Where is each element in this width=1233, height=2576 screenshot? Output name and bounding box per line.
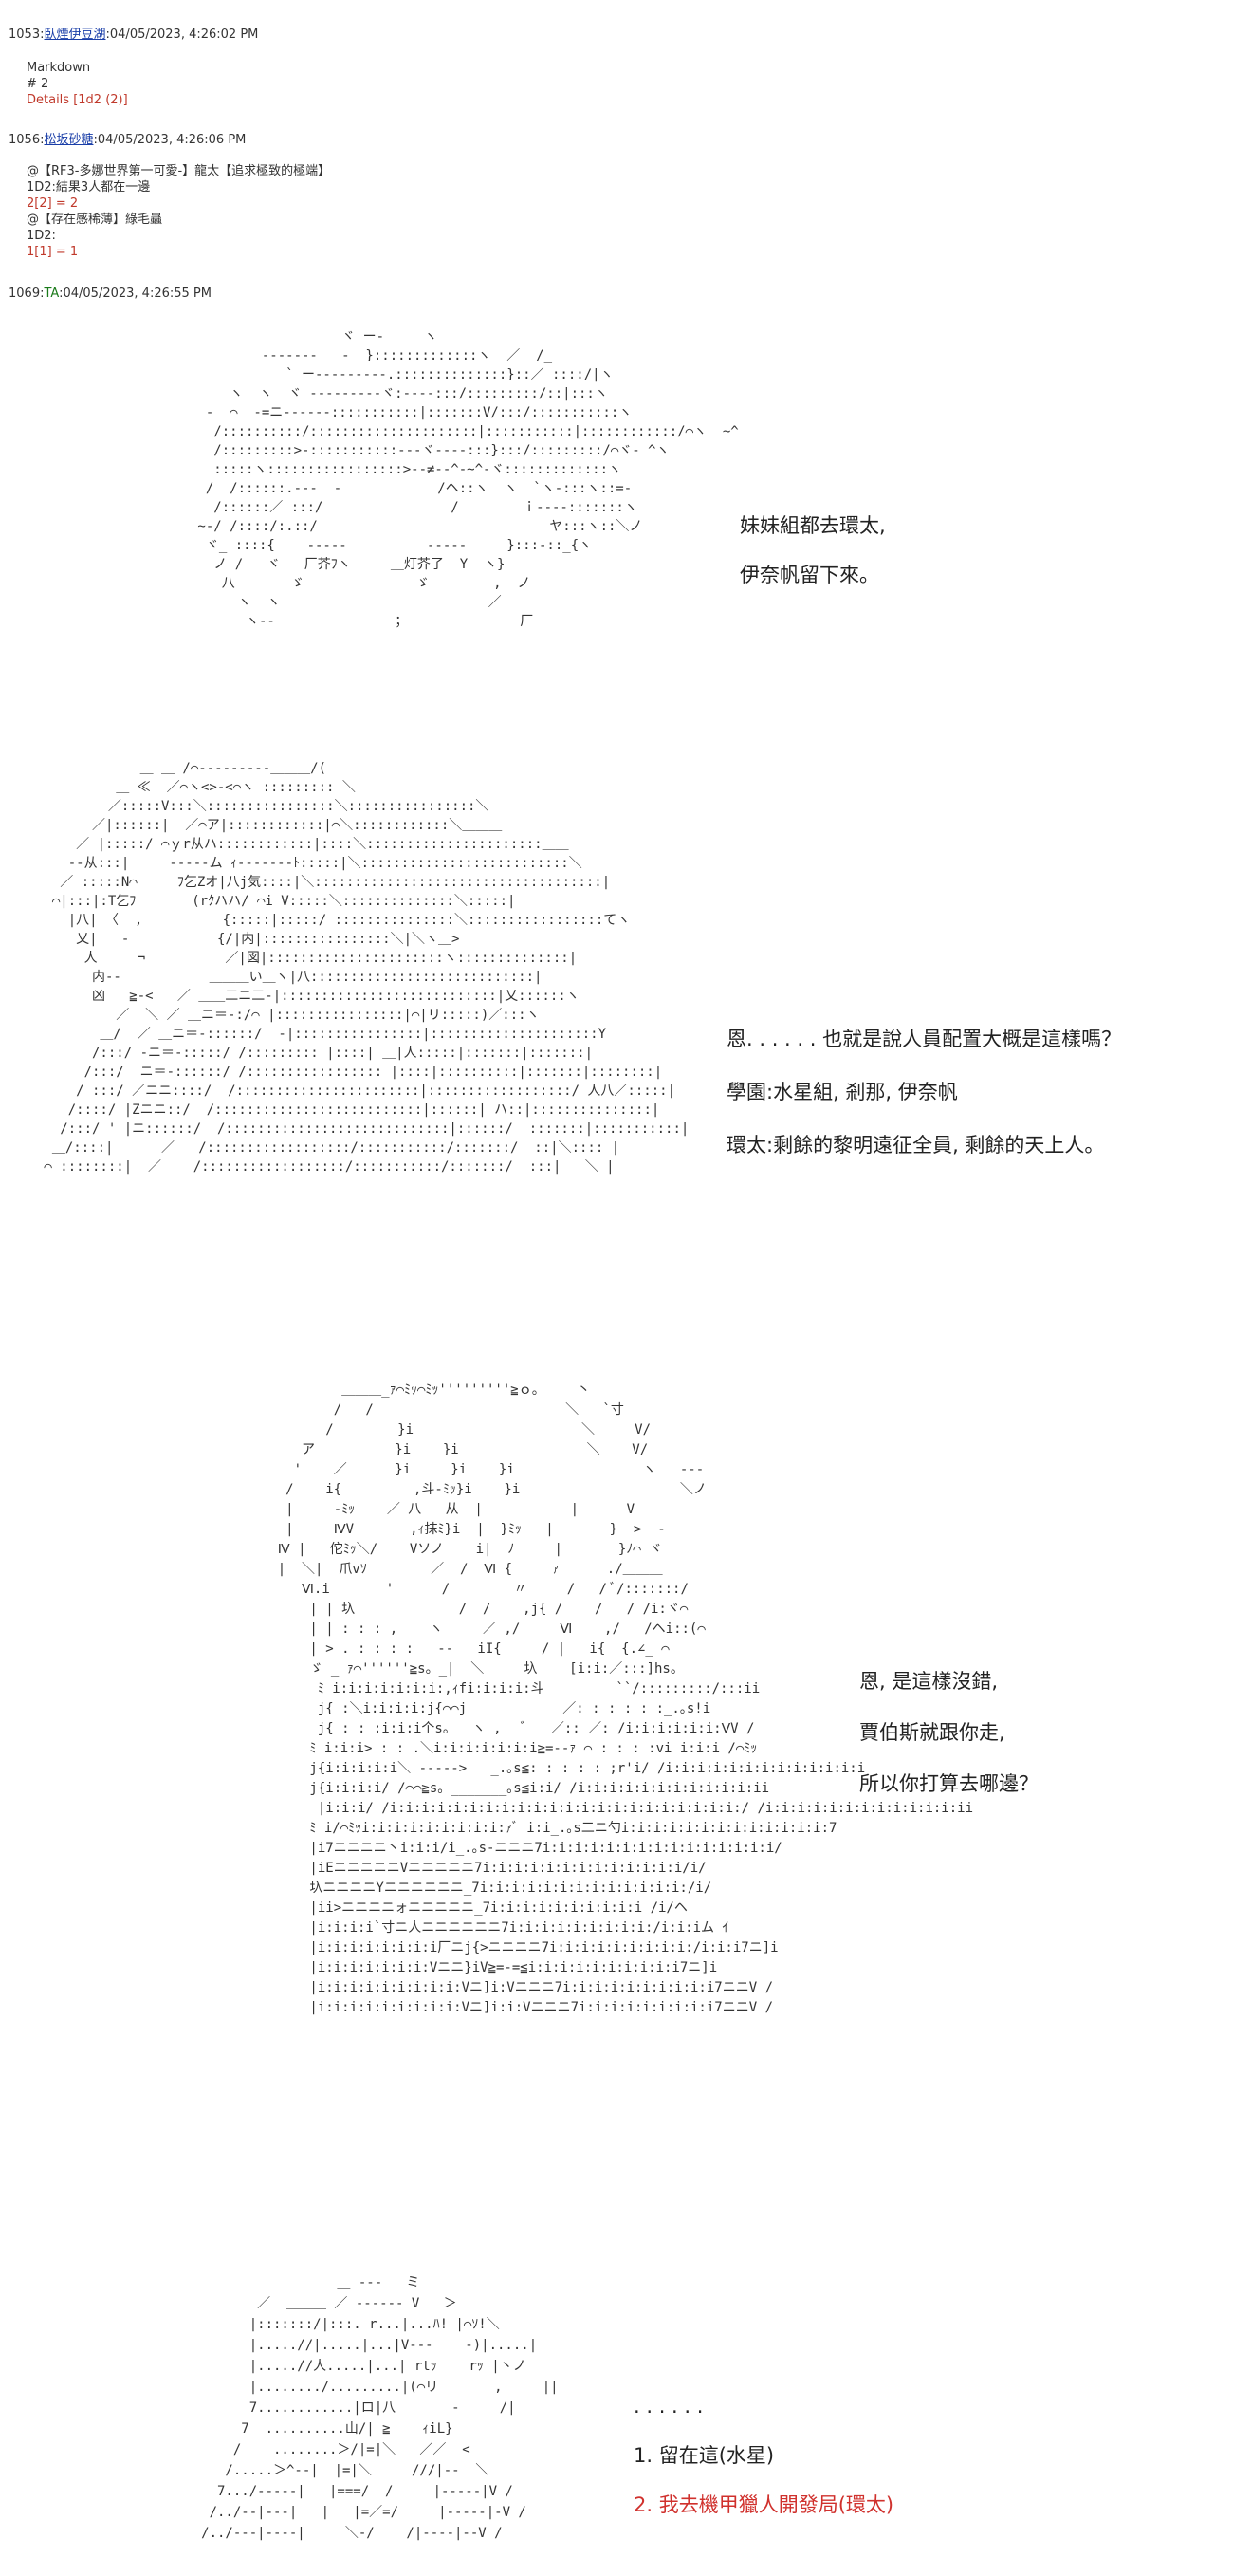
poster-name-link[interactable]: 松坂砂糖	[44, 133, 94, 147]
post-body: @【RF3-多娜世界第一可愛-】龍太【追求極致的極端】 1D2:結果3人都在一邊…	[27, 163, 330, 260]
dialog-box: . . . . . . 1. 留在這(水星) 2. 我去機甲獵人開發局(環太)	[634, 2381, 893, 2530]
dialog-line: . . . . . .	[634, 2395, 704, 2418]
dialog-line: 賈伯斯就跟你走,	[859, 1721, 1005, 1744]
post-line: # 2	[27, 77, 49, 91]
post-line: 1D2:結果3人都在一邊	[27, 180, 151, 195]
post-header: 1053:臥煙伊豆湖:04/05/2023, 4:26:02 PM	[9, 28, 259, 42]
post-line: @【存在感稀薄】綠毛蟲	[27, 213, 163, 227]
dialog-line: 恩. . . . . . 也就是說人員配置大概是這樣嗎？	[727, 1028, 1122, 1050]
post-line: 1D2:	[27, 229, 56, 243]
dialog-line: 伊奈帆留下來。	[740, 564, 879, 586]
poster-name: TA	[44, 287, 60, 301]
dialog-line: 妹妹組都去環太,	[740, 514, 886, 537]
post-line: Markdown	[27, 61, 91, 75]
dialog-line: 學園:水星組, 剎那, 伊奈帆	[727, 1081, 958, 1103]
ascii-art-panel: ヾ ー‐ ヽ ‐‐‐‐‐‐‐ ‐ }:::::::::::::ヽ ／ /_ ` …	[197, 329, 739, 629]
ascii-art-panel: ＿ ‐‐‐ ミ ／ ＿＿＿ ／ ‐‐‐‐‐‐ V ＞ |:::::::/|:::…	[201, 2275, 559, 2541]
dialog-box: 恩, 是這樣沒錯, 賈伯斯就跟你走, 所以你打算去哪邊？	[859, 1656, 1039, 1809]
dialog-box: 妹妹組都去環太, 伊奈帆留下來。	[740, 501, 886, 600]
post-header: 1056:松坂砂糖:04/05/2023, 4:26:06 PM	[9, 133, 247, 147]
post-number: 1056	[9, 133, 41, 147]
ascii-art-panel: ＿＿＿_ｧ⌒ﾐｯ⌒ﾐｯ'''''''''≧ｏ。 丶 / / ＼ `寸 / }i …	[277, 1382, 974, 2015]
post-line: @【RF3-多娜世界第一可愛-】龍太【追求極致的極端】	[27, 164, 331, 178]
post-header: 1069:TA:04/05/2023, 4:26:55 PM	[9, 287, 212, 301]
poster-name-link[interactable]: 臥煙伊豆湖	[44, 28, 106, 42]
dialog-line: 環太:剩餘的黎明遠征全員, 剩餘的天上人。	[727, 1134, 1105, 1157]
post-body: Markdown # 2 Details [1d2 (2)]	[27, 60, 128, 108]
post-timestamp: 04/05/2023, 4:26:06 PM	[97, 133, 247, 147]
dice-result: Details [1d2 (2)]	[27, 93, 128, 107]
dialog-line: 1. 留在這(水星)	[634, 2444, 775, 2467]
dialog-box: 恩. . . . . . 也就是說人員配置大概是這樣嗎？ 學園:水星組, 剎那,…	[727, 1012, 1121, 1172]
post-timestamp: 04/05/2023, 4:26:02 PM	[109, 28, 259, 42]
dice-result: 2[2] = 2	[27, 196, 79, 211]
post-number: 1069	[9, 287, 41, 301]
dialog-line: 恩, 是這樣沒錯,	[859, 1670, 999, 1693]
ascii-art-panel: ＿ ＿ /⌒‐‐‐‐‐‐‐‐‐＿＿＿/( ＿ ≪ ／⌒ヽ<>‐<⌒ヽ :::::…	[44, 761, 690, 1175]
dialog-line-highlighted: 2. 我去機甲獵人開發局(環太)	[634, 2493, 894, 2516]
post-number: 1053	[9, 28, 41, 42]
dice-result: 1[1] = 1	[27, 245, 79, 259]
post-timestamp: 04/05/2023, 4:26:55 PM	[63, 287, 212, 301]
dialog-line: 所以你打算去哪邊？	[859, 1772, 1039, 1795]
